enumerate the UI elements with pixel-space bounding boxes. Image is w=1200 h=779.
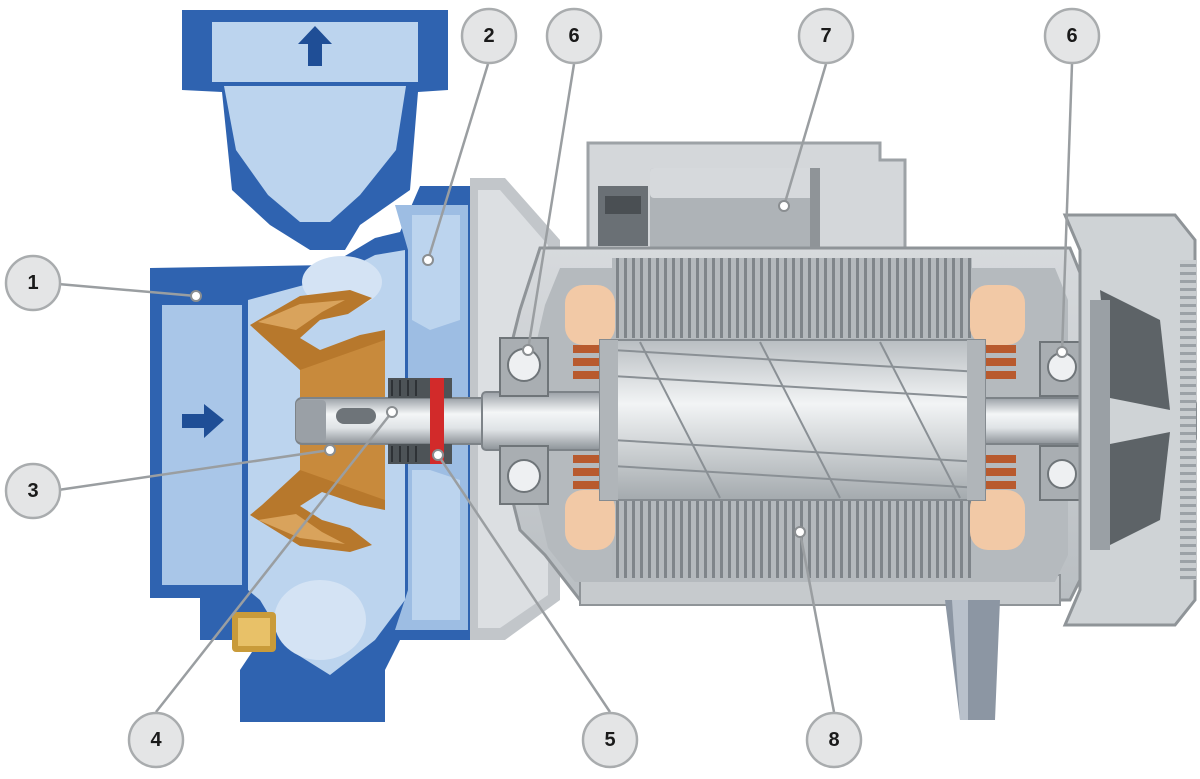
leader-dot-2 bbox=[422, 254, 434, 266]
leader-2 bbox=[426, 63, 490, 261]
callout-6-front-label: 6 bbox=[568, 25, 579, 47]
callout-3: 3 bbox=[4, 462, 62, 520]
callout-6-front: 6 bbox=[545, 7, 603, 65]
callout-3-label: 3 bbox=[27, 480, 38, 502]
leader-dot-5 bbox=[432, 449, 444, 461]
leader-6b bbox=[1060, 63, 1074, 353]
callout-4: 4 bbox=[127, 711, 185, 769]
callout-6-rear: 6 bbox=[1043, 7, 1101, 65]
callout-8: 8 bbox=[805, 711, 863, 769]
callout-2: 2 bbox=[460, 7, 518, 65]
callout-2-label: 2 bbox=[483, 25, 494, 47]
leader-dot-4 bbox=[386, 406, 398, 418]
callout-4-label: 4 bbox=[150, 729, 162, 751]
callout-5: 5 bbox=[581, 711, 639, 769]
callout-5-label: 5 bbox=[604, 729, 615, 751]
callout-7: 7 bbox=[797, 7, 855, 65]
outlet-flow-arrow bbox=[298, 26, 332, 66]
leader-dot-1 bbox=[190, 290, 202, 302]
cooling-fan bbox=[1062, 213, 1197, 627]
callout-8-label: 8 bbox=[828, 729, 839, 751]
leader-dot-7 bbox=[778, 200, 790, 212]
leader-dot-8 bbox=[794, 526, 806, 538]
leader-5 bbox=[436, 454, 612, 713]
callout-1-label: 1 bbox=[27, 272, 38, 294]
leader-6a bbox=[526, 63, 576, 351]
leader-3 bbox=[57, 448, 331, 492]
leader-7 bbox=[782, 63, 828, 207]
stator bbox=[565, 258, 1025, 578]
leader-8 bbox=[798, 531, 836, 713]
leader-dot-6b bbox=[1056, 346, 1068, 358]
mechanical-seal bbox=[388, 378, 452, 464]
callout-7-label: 7 bbox=[820, 25, 831, 47]
rotor bbox=[599, 339, 986, 501]
leader-dot-6a bbox=[522, 344, 534, 356]
callout-1: 1 bbox=[4, 254, 62, 312]
leader-dot-3 bbox=[324, 444, 336, 456]
callout-6-rear-label: 6 bbox=[1066, 25, 1077, 47]
leader-lines bbox=[57, 63, 1074, 713]
inlet-flow-arrow bbox=[182, 404, 224, 438]
leader-1 bbox=[57, 282, 197, 298]
leader-4 bbox=[155, 411, 393, 713]
